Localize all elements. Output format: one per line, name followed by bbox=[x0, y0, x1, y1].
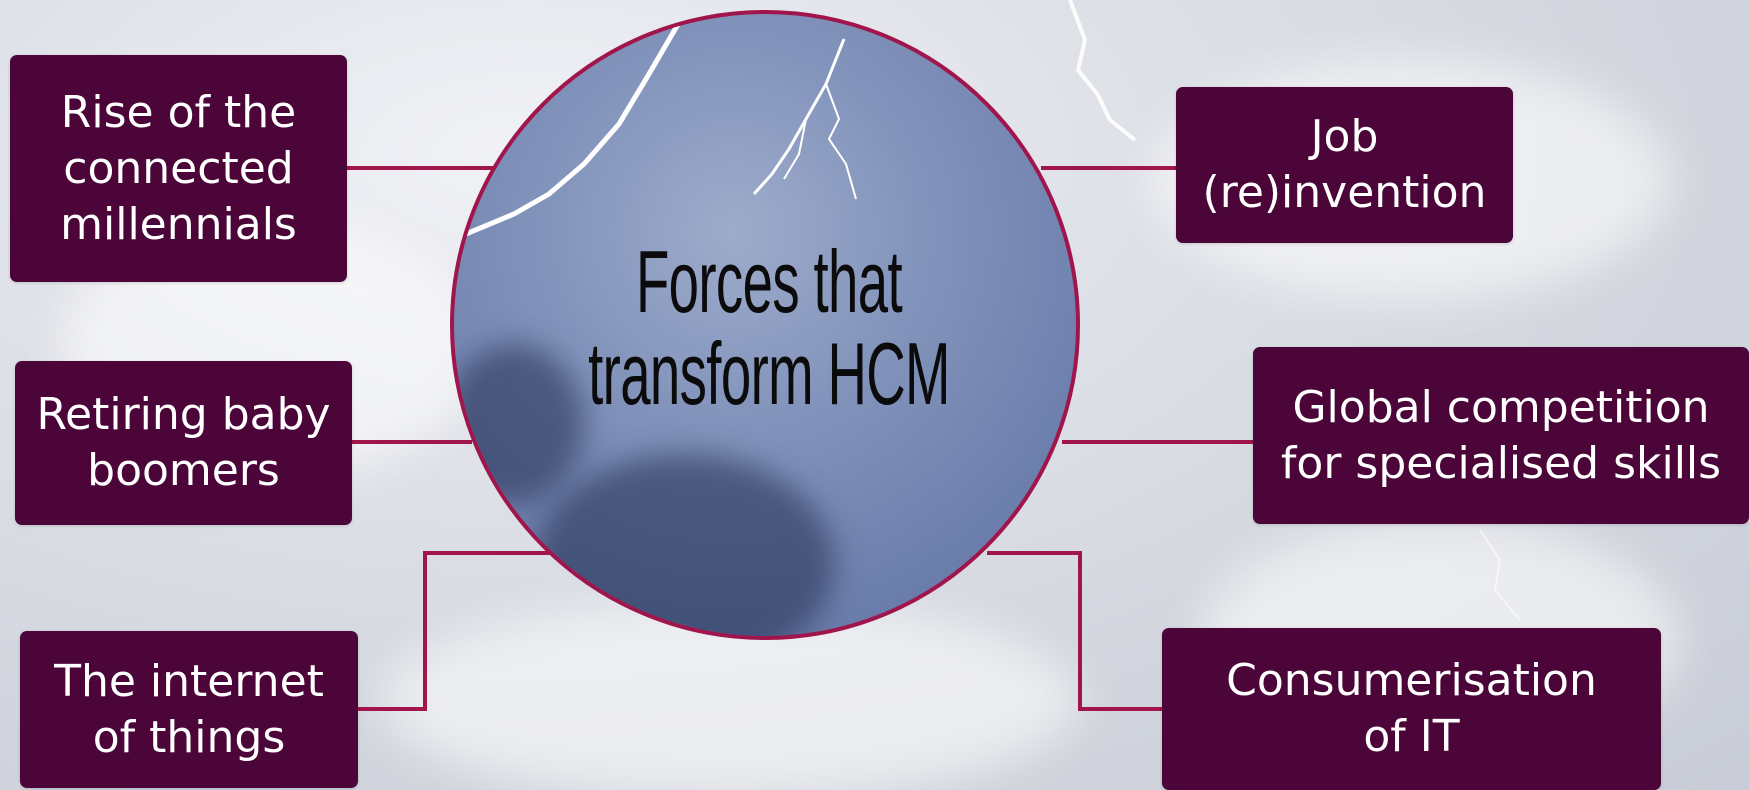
force-box-consumerisation: Consumerisation of IT bbox=[1162, 628, 1661, 790]
hub-lightning bbox=[454, 14, 857, 242]
lightning-bolt bbox=[454, 14, 687, 242]
hub-title-line-1: Forces that bbox=[635, 232, 903, 331]
force-label-line: Retiring baby bbox=[36, 389, 331, 440]
hub-title-line-2: transform HCM bbox=[588, 324, 950, 423]
force-label-line: Global competition bbox=[1292, 381, 1710, 433]
force-box-millennials: Rise of the connected millennials bbox=[10, 55, 347, 282]
force-label-line: The internet bbox=[54, 655, 324, 707]
force-label-line: (re)invention bbox=[1202, 167, 1487, 218]
lightning-bolt bbox=[783, 118, 807, 180]
hub-storm-cloud bbox=[454, 344, 584, 504]
force-label-line: Rise of the bbox=[60, 86, 297, 138]
background-lightning-bolt bbox=[1068, 0, 1137, 142]
force-box-boomers: Retiring baby boomers bbox=[15, 361, 352, 525]
force-label-line: Consumerisation bbox=[1226, 655, 1597, 706]
background-lightning-bolt bbox=[1479, 529, 1521, 621]
force-label-line: for specialised skills bbox=[1280, 437, 1722, 489]
hub-storm-cloud bbox=[534, 454, 834, 636]
force-box-iot: The internet of things bbox=[20, 631, 358, 788]
connector-iot bbox=[357, 551, 553, 711]
force-box-global: Global competition for specialised skill… bbox=[1253, 347, 1749, 524]
central-hub: Forces that transform HCM bbox=[450, 10, 1080, 640]
force-label-line: of IT bbox=[1363, 711, 1460, 762]
force-label-line: Job bbox=[1310, 111, 1379, 162]
lightning-bolt bbox=[825, 83, 857, 200]
force-label-line: boomers bbox=[87, 445, 280, 496]
lightning-bolt bbox=[752, 38, 846, 196]
connector-consumerisation bbox=[987, 551, 1163, 711]
force-label-line: connected bbox=[63, 142, 294, 194]
force-box-job: Job (re)invention bbox=[1176, 87, 1513, 243]
hub-title: Forces that transform HCM bbox=[574, 236, 965, 420]
force-label-line: of things bbox=[92, 711, 286, 763]
force-label-line: millennials bbox=[60, 198, 297, 250]
